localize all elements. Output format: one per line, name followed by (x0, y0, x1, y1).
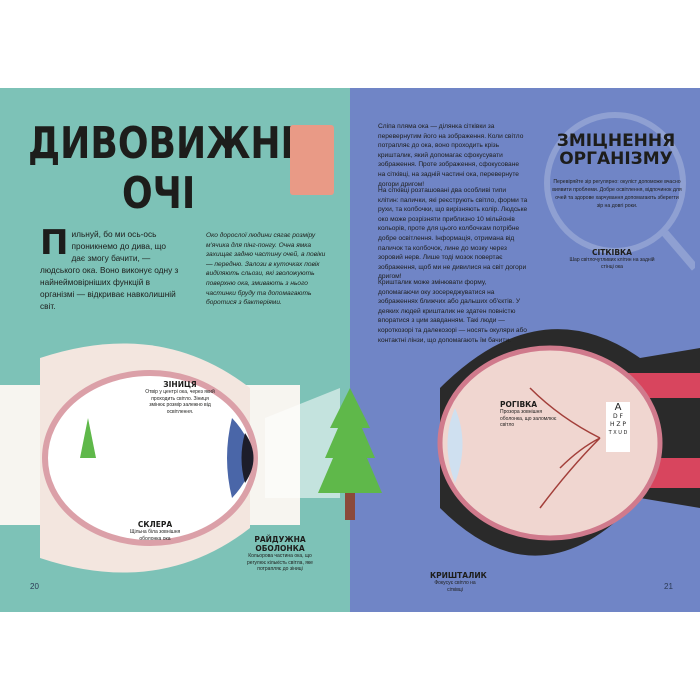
label-lens-title: КРИШТАЛИК (430, 571, 487, 580)
page-number-right: 21 (664, 582, 673, 591)
right-paragraph-2: На сітківці розташовані два особливі тип… (378, 187, 528, 281)
label-sclera-title: СКЛЕРА (137, 520, 173, 529)
label-lens-text: Фокусує світло на сітківці (434, 580, 476, 593)
label-pupil-text: Отвір у центрі ока, через який проходить… (145, 389, 215, 415)
label-iris-text: Кольорова частина ока, що регулює кількі… (247, 553, 313, 572)
box-text: Перевіряйте зір регулярно: окуліст допом… (552, 179, 682, 209)
side-paragraph: Око дорослої людини сягає розміру м'ячик… (206, 232, 326, 307)
label-iris-title: РАЙДУЖНА ОБОЛОНКА (254, 535, 306, 553)
label-pupil-title: ЗІНИЦЯ (163, 380, 197, 389)
blood-vessels (529, 387, 601, 509)
lens-shape (447, 408, 463, 483)
page-number-left: 20 (30, 582, 39, 591)
label-sclera-text: Щільна біла зовнішня оболонка ока (129, 529, 181, 542)
eye-chart-row: A (614, 402, 622, 413)
eye-chart-row: T X U D (608, 430, 628, 436)
tree-trunk (345, 493, 355, 520)
retina-shape (437, 345, 663, 541)
pupil-shape (241, 433, 254, 483)
eye-illustration (0, 329, 700, 573)
label-cornea-text: Прозора зовнішня оболонка, що заломлює с… (500, 409, 557, 428)
right-paragraph-3: Кришталик може змінювати форму, допомага… (378, 279, 527, 344)
human-body-icon (290, 125, 334, 195)
sclera-shape (42, 370, 258, 546)
drop-cap: П (40, 223, 69, 263)
eye-chart-row: D F (613, 413, 623, 420)
label-retina-text: Шар світлочутливих клітин на задній стін… (569, 257, 655, 270)
eye-chart-row: H Z P (609, 421, 627, 428)
intro-text: ильнуй, бо ми ось-ось проникнемо до дива… (40, 229, 179, 311)
label-cornea-title: РОГІВКА (500, 400, 538, 409)
page-title-line2: ОЧІ (122, 168, 196, 219)
right-paragraph-1: Сліпа пляма ока — ділянка сітківки за пе… (378, 123, 524, 188)
tree-icon (318, 388, 382, 493)
eye-chart: A D F H Z P T X U D (606, 402, 630, 452)
magnifier-icon (544, 112, 695, 271)
page-title-line1: ДИВОВИЖНІ (28, 118, 294, 169)
box-title: ЗМІЦНЕННЯ ОРГАНІЗМУ (556, 131, 676, 169)
inverted-tree-icon (80, 418, 96, 458)
label-retina-title: СІТКІВКА (592, 248, 632, 257)
light-ray (265, 388, 340, 498)
